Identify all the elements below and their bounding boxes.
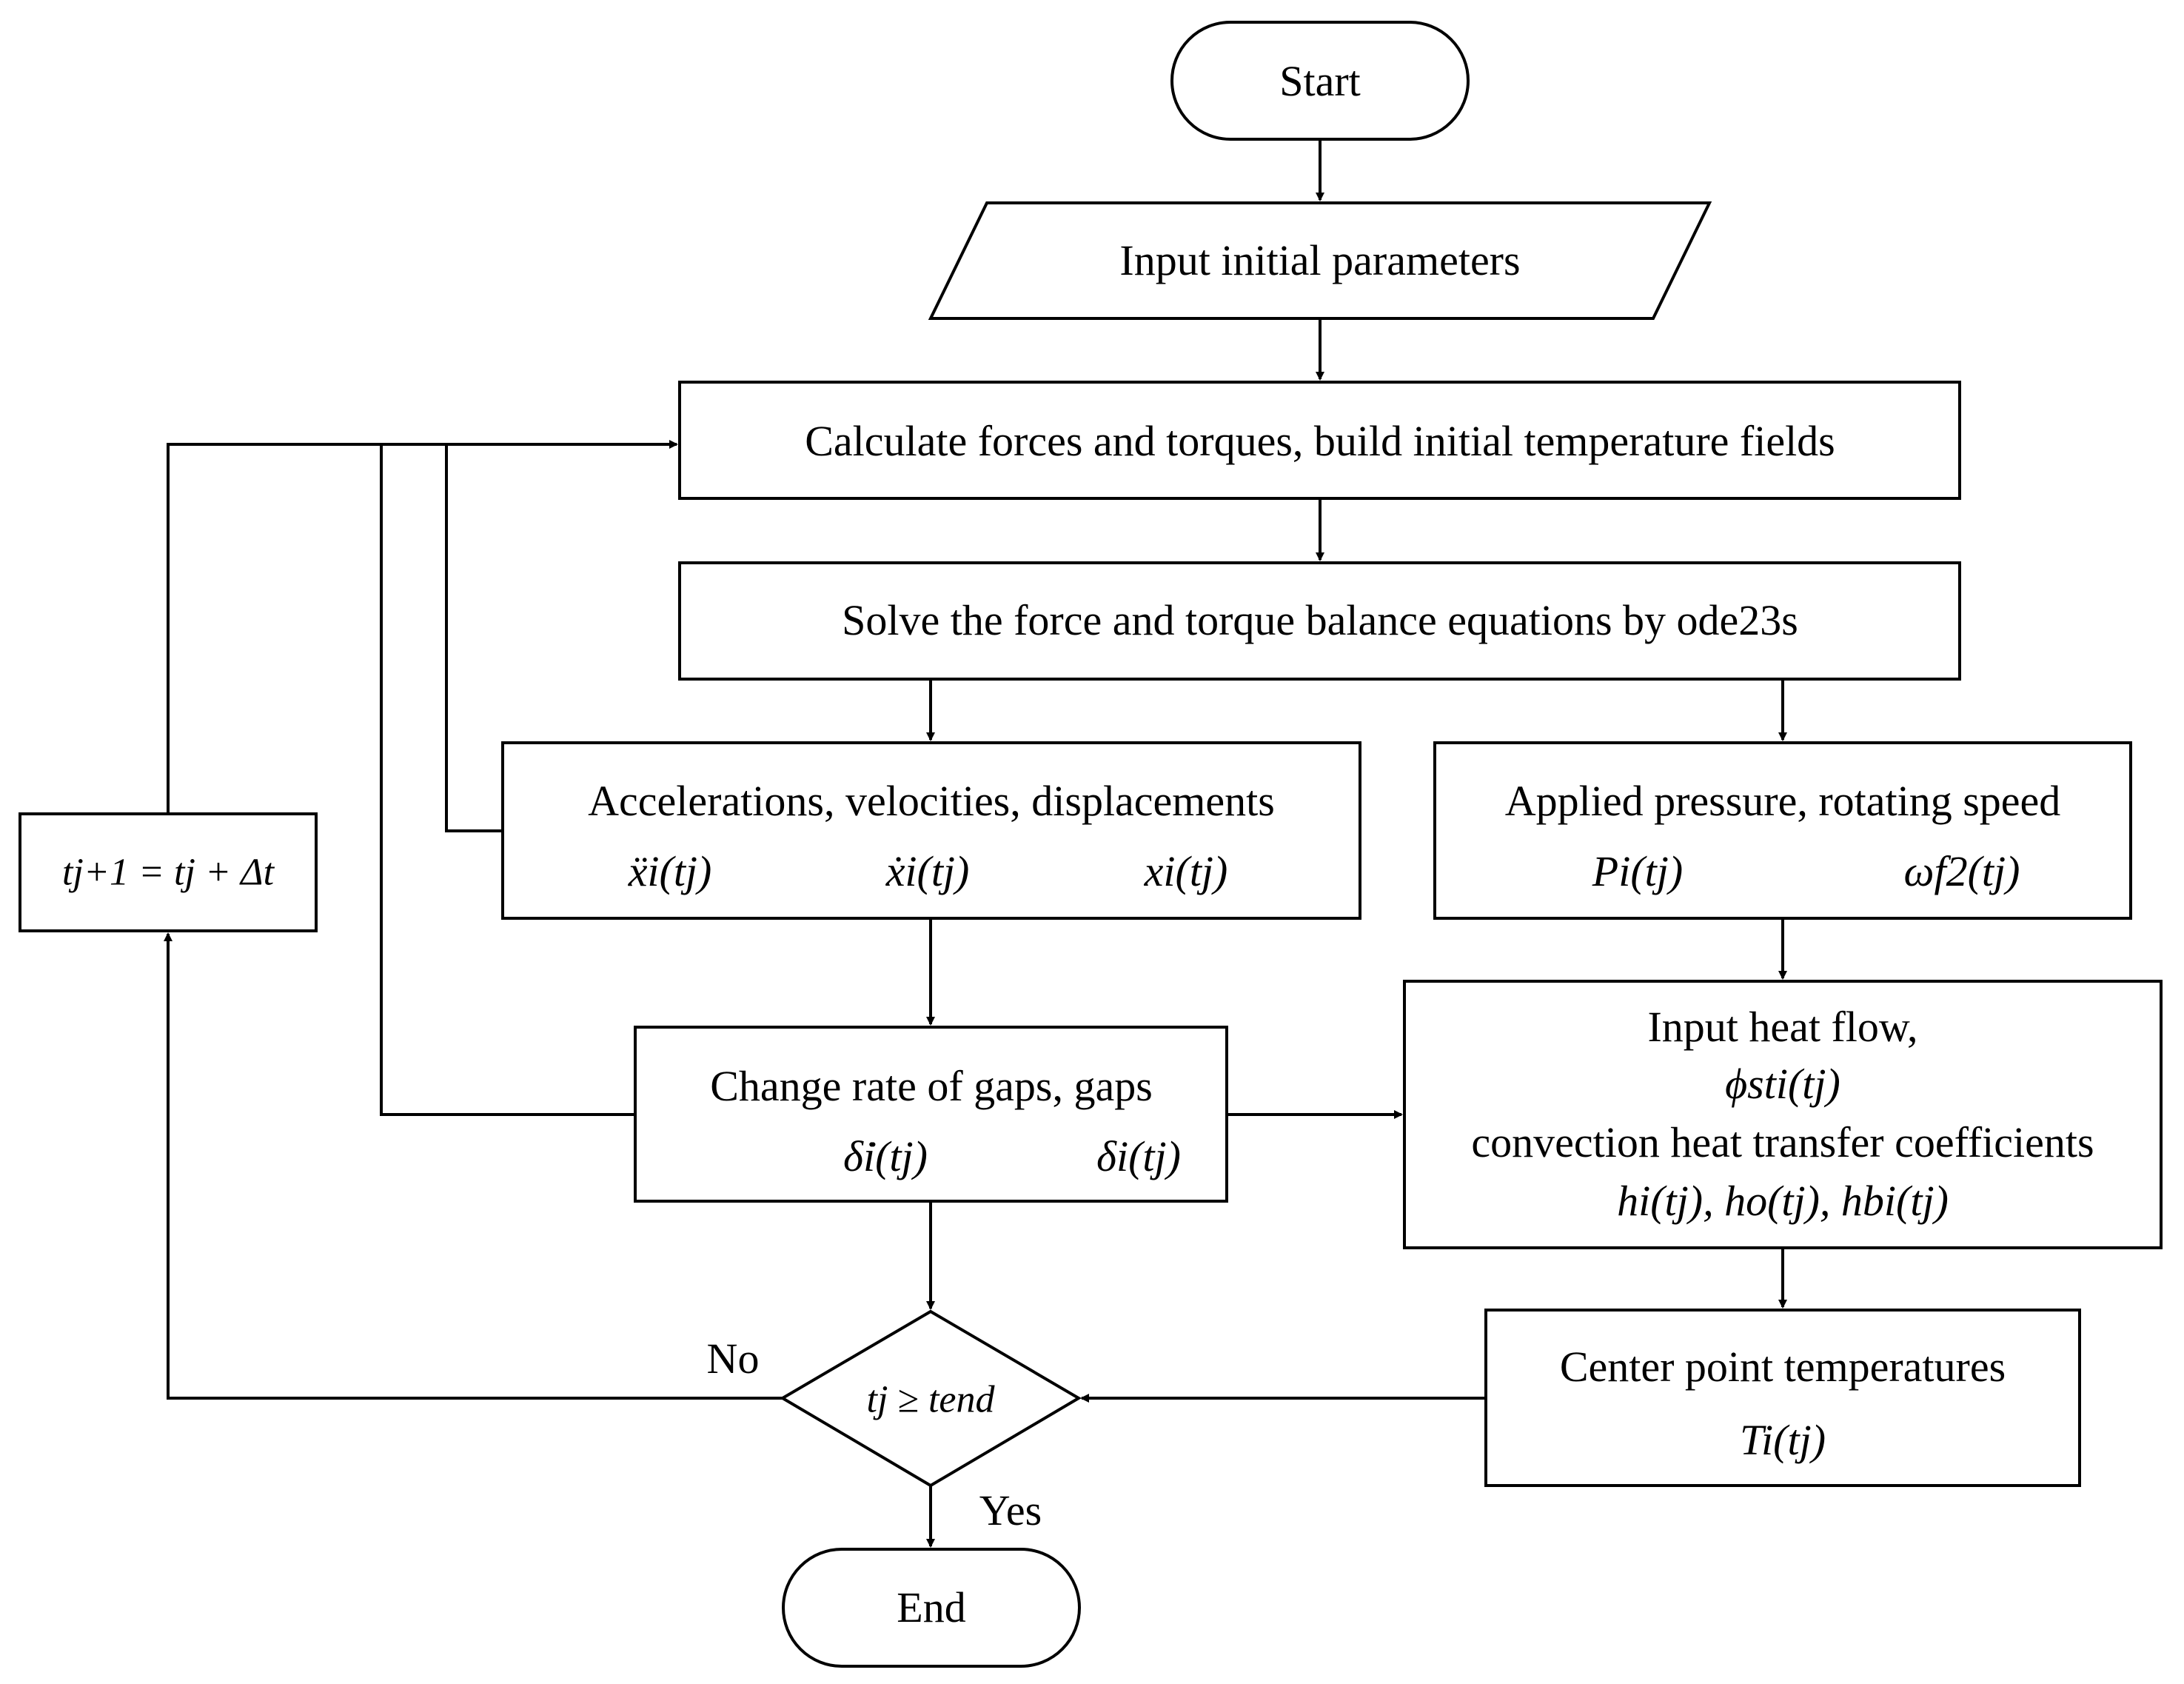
edge-kinematics-feedback bbox=[445, 444, 503, 832]
pressure-symbol: Pi(tj) bbox=[1592, 847, 1684, 896]
calc-forces-label: Calculate forces and torques, build init… bbox=[805, 417, 1835, 466]
edge-gaps-feedback bbox=[380, 444, 635, 1116]
heat-line3: convection heat transfer coefficients bbox=[1471, 1118, 2094, 1167]
heat-flow-symbol: ϕsti(tj) bbox=[1725, 1060, 1840, 1109]
gaps-label: Change rate of gaps, gaps bbox=[710, 1062, 1153, 1111]
pressure-speed-label: Applied pressure, rotating speed bbox=[1504, 777, 2061, 826]
displacement-symbol: xi(tj) bbox=[1144, 847, 1228, 896]
time-step-label: tj+1 = tj + Δt bbox=[61, 851, 275, 894]
pressure-speed-box bbox=[1433, 741, 2132, 920]
start-label: Start bbox=[1279, 57, 1361, 106]
input-params-label: Input initial parameters bbox=[1119, 236, 1521, 285]
end-label: End bbox=[897, 1583, 966, 1632]
edge-label-yes: Yes bbox=[979, 1486, 1042, 1535]
speed-symbol: ωf2(tj) bbox=[1903, 847, 2020, 896]
solve-balance-label: Solve the force and torque balance equat… bbox=[842, 596, 1798, 645]
center-temp-label: Center point temperatures bbox=[1559, 1343, 2006, 1391]
edge-timestep-to-calc bbox=[167, 440, 678, 814]
decision-label: tj ≥ tend bbox=[866, 1378, 995, 1421]
edge-decision-no-to-timestep bbox=[164, 932, 783, 1400]
heat-line1: Input heat flow, bbox=[1647, 1003, 1918, 1052]
input-params-parallelogram bbox=[928, 201, 1712, 320]
edge-label-no: No bbox=[706, 1334, 760, 1383]
heat-coeffs-symbol: hi(tj), ho(tj), hbi(tj) bbox=[1617, 1177, 1949, 1226]
acceleration-symbol: ẍi(tj) bbox=[628, 847, 712, 896]
kinematics-label: Accelerations, velocities, displacements bbox=[588, 777, 1275, 826]
end-terminal bbox=[782, 1548, 1081, 1668]
temp-symbol: Ti(tj) bbox=[1739, 1416, 1826, 1465]
gap-rate-symbol: δ̇i(tj) bbox=[843, 1132, 928, 1181]
solve-balance-box bbox=[678, 561, 1961, 681]
velocity-symbol: ẋi(tj) bbox=[885, 847, 970, 896]
gap-symbol: δi(tj) bbox=[1096, 1132, 1181, 1181]
